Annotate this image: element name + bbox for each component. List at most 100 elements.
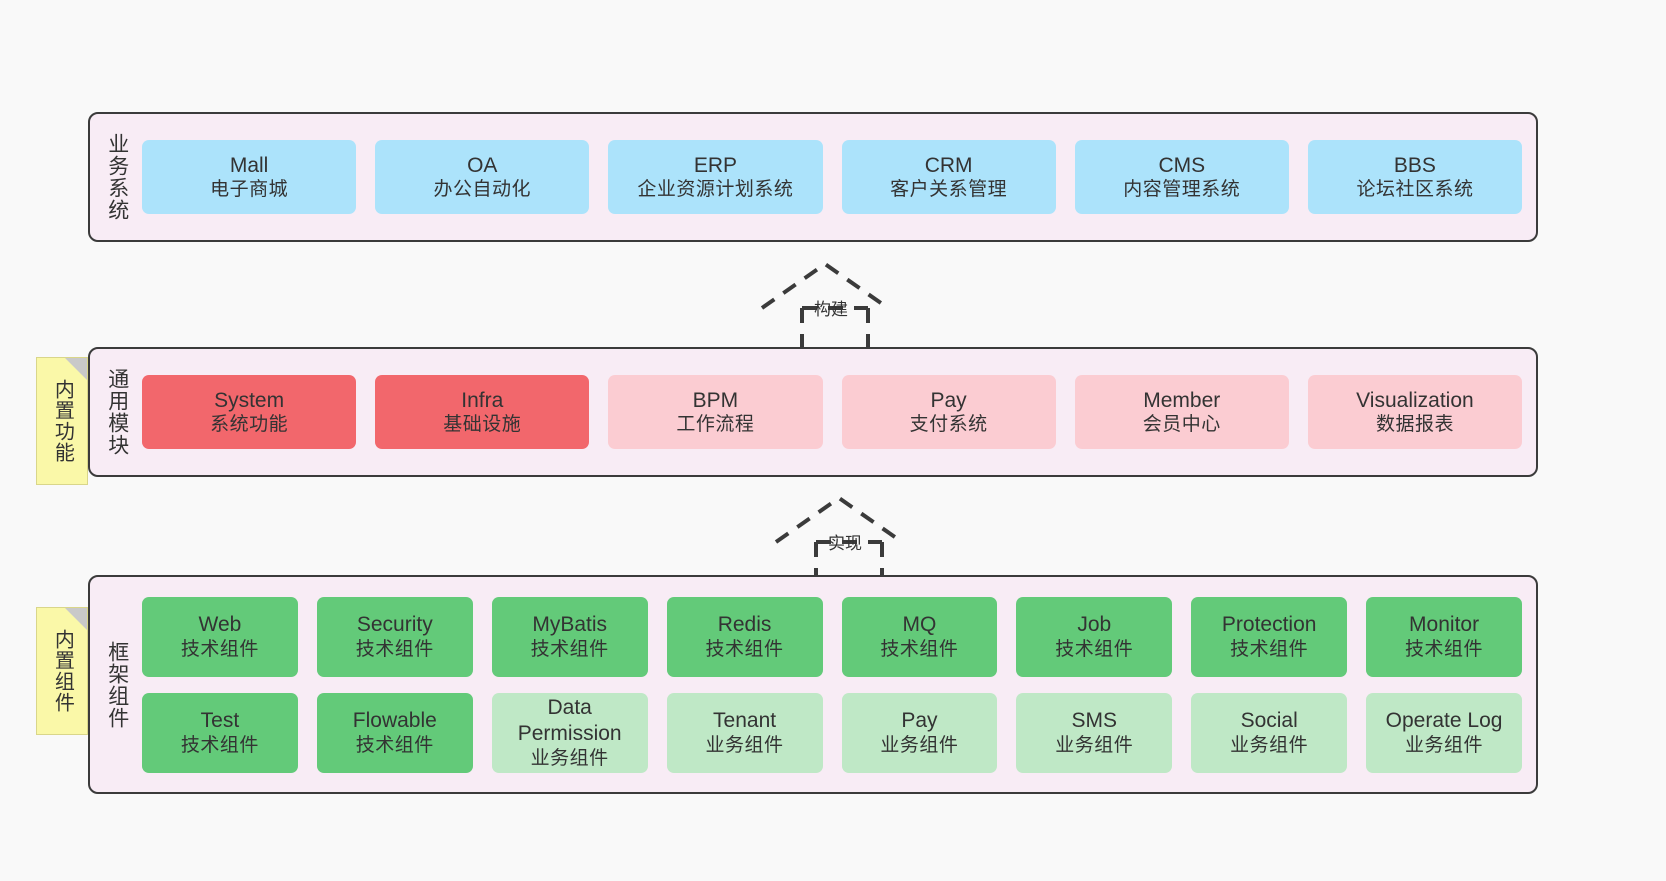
layer-row: System 系统功能 Infra 基础设施 BPM 工作流程 Pay 支付系统… xyxy=(142,375,1523,449)
node-mall[interactable]: Mall 电子商城 xyxy=(142,140,357,214)
node-bpm[interactable]: BPM 工作流程 xyxy=(608,375,823,449)
node-subtitle: 技术组件 xyxy=(355,638,434,660)
node-subtitle: 技术组件 xyxy=(705,638,784,660)
layer-row: Mall 电子商城 OA 办公自动化 ERP 企业资源计划系统 CRM 客户关系… xyxy=(142,140,1523,214)
node-title: Test xyxy=(200,709,240,733)
node-system[interactable]: System 系统功能 xyxy=(142,375,357,449)
node-title: BPM xyxy=(692,388,739,412)
node-subtitle: 办公自动化 xyxy=(433,179,532,201)
node-title: CMS xyxy=(1158,153,1206,177)
arrow-implement-label: 实现 xyxy=(828,534,862,553)
node-title: Tenant xyxy=(713,709,777,733)
node-title: Infra xyxy=(461,388,504,412)
sticky-note-builtin-features: 内置功能 xyxy=(36,357,88,485)
node-title: Visualization xyxy=(1356,388,1474,412)
node-title: Operate Log xyxy=(1385,709,1503,733)
node-monitor[interactable]: Monitor 技术组件 xyxy=(1366,596,1522,677)
node-protection[interactable]: Protection 技术组件 xyxy=(1191,596,1348,677)
node-pay-component[interactable]: Pay 业务组件 xyxy=(841,692,998,773)
sticky-note-label: 内置功能 xyxy=(51,379,74,463)
node-social[interactable]: Social 业务组件 xyxy=(1191,692,1348,773)
layer-row: Test 技术组件 Flowable 技术组件 Data Permission … xyxy=(142,692,1522,773)
node-subtitle: 支付系统 xyxy=(909,414,988,436)
node-tenant[interactable]: Tenant 业务组件 xyxy=(666,692,823,773)
arrow-build-label: 构建 xyxy=(814,300,848,319)
node-subtitle: 企业资源计划系统 xyxy=(637,179,794,201)
layer-common-modules: 通用模块 System 系统功能 Infra 基础设施 BPM 工作流程 Pay… xyxy=(88,347,1538,477)
node-subtitle: 基础设施 xyxy=(443,414,522,436)
node-subtitle: 技术组件 xyxy=(180,638,259,660)
node-subtitle: 技术组件 xyxy=(180,734,259,756)
node-title: MyBatis xyxy=(532,613,608,637)
node-subtitle: 技术组件 xyxy=(1230,638,1309,660)
node-erp[interactable]: ERP 企业资源计划系统 xyxy=(608,140,823,214)
node-subtitle: 业务组件 xyxy=(1405,734,1484,756)
node-data-permission[interactable]: Data Permission 业务组件 xyxy=(491,692,648,773)
node-flowable[interactable]: Flowable 技术组件 xyxy=(316,692,473,773)
node-visualization[interactable]: Visualization 数据报表 xyxy=(1307,375,1523,449)
node-subtitle: 电子商城 xyxy=(210,179,289,201)
node-subtitle: 客户关系管理 xyxy=(890,179,1008,201)
node-subtitle: 业务组件 xyxy=(705,734,784,756)
node-title: ERP xyxy=(693,153,738,177)
node-title: Pay xyxy=(901,709,938,733)
node-title: Monitor xyxy=(1409,613,1480,637)
layer-body-framework: Web 技术组件 Security 技术组件 MyBatis 技术组件 Redi… xyxy=(134,587,1522,782)
sticky-note-builtin-components: 内置组件 xyxy=(36,607,88,735)
node-title: SMS xyxy=(1071,709,1118,733)
node-pay-module[interactable]: Pay 支付系统 xyxy=(841,375,1056,449)
node-security[interactable]: Security 技术组件 xyxy=(316,596,473,677)
node-mybatis[interactable]: MyBatis 技术组件 xyxy=(491,596,648,677)
node-title: System xyxy=(214,388,285,412)
node-subtitle: 会员中心 xyxy=(1142,414,1221,436)
node-subtitle: 技术组件 xyxy=(1405,638,1484,660)
node-title: Mall xyxy=(229,153,269,177)
node-subtitle: 论坛社区系统 xyxy=(1356,179,1474,201)
node-crm[interactable]: CRM 客户关系管理 xyxy=(841,140,1056,214)
node-cms[interactable]: CMS 内容管理系统 xyxy=(1074,140,1289,214)
node-job[interactable]: Job 技术组件 xyxy=(1016,596,1173,677)
node-title: Web xyxy=(198,613,242,637)
node-title: Flowable xyxy=(352,709,437,733)
node-subtitle: 数据报表 xyxy=(1375,414,1454,436)
node-title: CRM xyxy=(924,153,973,177)
node-member[interactable]: Member 会员中心 xyxy=(1074,375,1289,449)
node-subtitle: 技术组件 xyxy=(1055,638,1134,660)
node-sms[interactable]: SMS 业务组件 xyxy=(1016,692,1173,773)
node-infra[interactable]: Infra 基础设施 xyxy=(375,375,590,449)
node-subtitle: 系统功能 xyxy=(210,414,289,436)
node-subtitle: 内容管理系统 xyxy=(1123,179,1241,201)
node-title: Pay xyxy=(930,388,967,412)
node-subtitle: 技术组件 xyxy=(530,638,609,660)
node-subtitle: 业务组件 xyxy=(530,747,609,769)
node-title: OA xyxy=(467,153,498,177)
layer-business-systems: 业务系统 Mall 电子商城 OA 办公自动化 ERP 企业资源计划系统 CRM… xyxy=(88,112,1538,242)
arrow-build: 构建 xyxy=(756,258,906,350)
node-redis[interactable]: Redis 技术组件 xyxy=(666,596,823,677)
node-subtitle: 业务组件 xyxy=(1230,734,1309,756)
layer-framework-components: 框架组件 Web 技术组件 Security 技术组件 MyBatis 技术组件… xyxy=(88,575,1538,794)
node-title: Data Permission xyxy=(517,696,622,745)
node-subtitle: 业务组件 xyxy=(880,734,959,756)
node-oa[interactable]: OA 办公自动化 xyxy=(375,140,590,214)
node-title: Security xyxy=(356,613,433,637)
layer-title-modules: 通用模块 xyxy=(105,368,129,456)
node-operate-log[interactable]: Operate Log 业务组件 xyxy=(1366,692,1522,773)
node-title: Social xyxy=(1240,709,1298,733)
arrow-implement: 实现 xyxy=(770,492,920,584)
node-web[interactable]: Web 技术组件 xyxy=(142,596,298,677)
node-bbs[interactable]: BBS 论坛社区系统 xyxy=(1307,140,1523,214)
layer-body-business: Mall 电子商城 OA 办公自动化 ERP 企业资源计划系统 CRM 客户关系… xyxy=(134,124,1523,230)
node-test[interactable]: Test 技术组件 xyxy=(142,692,298,773)
layer-title-business: 业务系统 xyxy=(105,133,129,221)
node-mq[interactable]: MQ 技术组件 xyxy=(841,596,998,677)
node-title: Protection xyxy=(1221,613,1317,637)
node-subtitle: 业务组件 xyxy=(1055,734,1134,756)
node-subtitle: 技术组件 xyxy=(880,638,959,660)
layer-title-framework: 框架组件 xyxy=(105,640,129,729)
node-title: Redis xyxy=(717,613,772,637)
node-subtitle: 技术组件 xyxy=(355,734,434,756)
sticky-note-label: 内置组件 xyxy=(51,629,74,713)
node-title: Job xyxy=(1077,613,1112,637)
